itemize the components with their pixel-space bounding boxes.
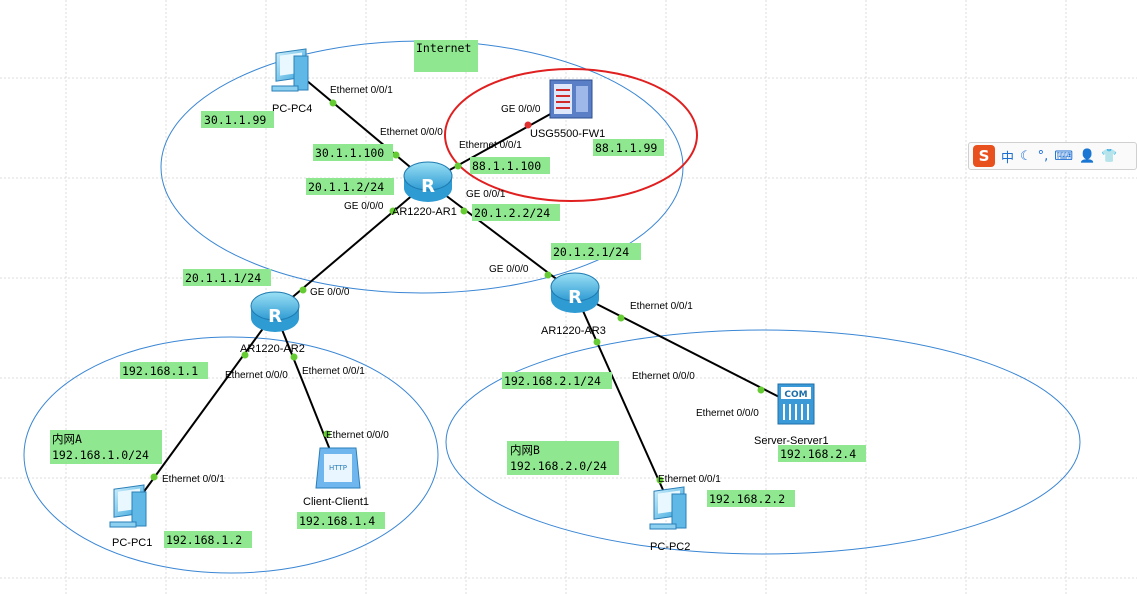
pc1-ip-label: 192.168.1.2 [166,533,242,547]
punctuation-icon[interactable]: °, [1037,148,1049,164]
ar1-pc4-ip-label: 30.1.1.100 [315,146,384,160]
links [131,74,796,511]
ar1-ar2-ip-label: 20.1.1.2/24 [308,180,384,194]
keyboard-icon[interactable]: ⌨ [1054,148,1074,164]
pc2-device[interactable]: PC-PC2 [649,486,690,553]
port-ar3-e000: Ethernet 0/0/0 [632,371,695,382]
pc1-device[interactable]: PC-PC1 [109,484,152,549]
link-ar3-server1 [574,292,796,406]
svg-text:COM: COM [784,390,807,400]
pc-icon [649,486,687,530]
port-server-e000: Ethernet 0/0/0 [696,408,759,419]
pc4-ip-label: 30.1.1.99 [204,113,266,127]
port-fw-ge000: GE 0/0/0 [501,104,541,115]
ip-labels: 30.1.1.99 30.1.1.100 88.1.1.100 88.1.1.9… [50,111,866,548]
server1-name: Server-Server1 [754,435,829,447]
port-ar3-ge000: GE 0/0/0 [489,264,529,275]
moon-icon[interactable]: ☾ [1020,148,1032,164]
port-client-e000: Ethernet 0/0/0 [326,430,389,441]
pc-icon [271,48,309,92]
port-pc4-e001: Ethernet 0/0/1 [330,85,393,96]
fw1-name: USG5500-FW1 [530,128,605,140]
link-ar2-client1 [274,311,339,471]
pc2-name: PC-PC2 [650,541,690,553]
user-icon[interactable]: 👤 [1079,148,1096,164]
fw-ip-label: 88.1.1.99 [595,141,657,155]
port-labels: Ethernet 0/0/1 Ethernet 0/0/0 GE 0/0/0 E… [162,85,759,485]
svg-text:R: R [421,176,435,197]
server1-device[interactable]: COM Server-Server1 [754,383,829,447]
svg-text:HTTP: HTTP [329,464,347,472]
lan-b-network: 192.168.2.0/24 [510,459,607,473]
ar2-ar1-ip-label: 20.1.1.1/24 [185,271,261,285]
router-icon: R [250,291,300,332]
pc4-device[interactable]: PC-PC4 [271,48,312,115]
svg-text:R: R [268,306,282,327]
ar2-name: AR1220-AR2 [240,343,305,355]
ar1-fw-ip-label: 88.1.1.100 [472,159,541,173]
pc4-name: PC-PC4 [272,103,312,115]
lan-a-name: 内网A [52,432,82,446]
port-ar3-e001: Ethernet 0/0/1 [630,301,693,312]
ar3-device[interactable]: R AR1220-AR3 [541,272,606,337]
ar1-device[interactable]: R AR1220-AR1 [392,161,457,218]
lan-a-network: 192.168.1.0/24 [52,448,149,462]
client1-name: Client-Client1 [303,496,369,508]
svg-text:R: R [568,287,582,308]
ar3-name: AR1220-AR3 [541,325,606,337]
pc1-name: PC-PC1 [112,537,152,549]
link-pc4-ar1 [299,74,429,183]
link-ar1-fw1 [427,101,573,183]
fw1-device[interactable]: USG5500-FW1 [530,79,605,140]
lan-b-name: 内网B [510,443,540,457]
port-ar2-e000: Ethernet 0/0/0 [225,370,288,381]
router-icon: R [550,272,600,313]
firewall-highlight-ellipse [444,68,698,202]
port-pc1-e001: Ethernet 0/0/1 [162,474,225,485]
pc-icon [109,484,147,528]
pc2-ip-label: 192.168.2.2 [709,492,785,506]
port-ar1-e001: Ethernet 0/0/1 [459,140,522,151]
lan-a-area-ellipse [23,336,439,574]
client-ip-label: 192.168.1.4 [299,514,375,528]
port-ar2-ge000: GE 0/0/0 [310,287,350,298]
port-pc2-e001: Ethernet 0/0/1 [658,474,721,485]
chinese-mode-icon[interactable]: 中 [1001,150,1015,166]
ar1-ar3-ip-label: 20.1.2.2/24 [474,206,550,220]
ar3-ar1-ip-label: 20.1.2.1/24 [553,245,629,259]
port-ar1-e000: Ethernet 0/0/0 [380,127,443,138]
ar2-lan-ip-label: 192.168.1.1 [122,364,198,378]
http-client-icon: HTTP [315,447,361,489]
ar3-lan-ip-label: 192.168.2.1/24 [504,374,601,388]
internet-label-box [414,40,478,72]
firewall-icon [549,79,593,119]
port-ar1-ge001: GE 0/0/1 [466,189,506,200]
port-ar1-ge000: GE 0/0/0 [344,201,384,212]
ar1-name: AR1220-AR1 [392,206,457,218]
skin-shirt-icon[interactable]: 👕 [1101,148,1118,164]
internet-label: Internet [416,41,471,55]
port-ar2-e001: Ethernet 0/0/1 [302,366,365,377]
router-icon: R [403,161,453,202]
sogou-logo-icon[interactable]: S [973,145,995,167]
server-ip-label: 192.168.2.4 [780,447,856,461]
ar2-device[interactable]: R AR1220-AR2 [240,291,305,355]
server-icon: COM [777,383,815,425]
ime-toolbar[interactable]: S 中 ☾ °, ⌨ 👤 👕 [968,142,1137,170]
link-ar3-pc2 [574,292,673,511]
lan-b-area-ellipse [445,329,1081,555]
client1-device[interactable]: HTTP Client-Client1 [303,447,369,508]
port-dots [150,99,765,484]
